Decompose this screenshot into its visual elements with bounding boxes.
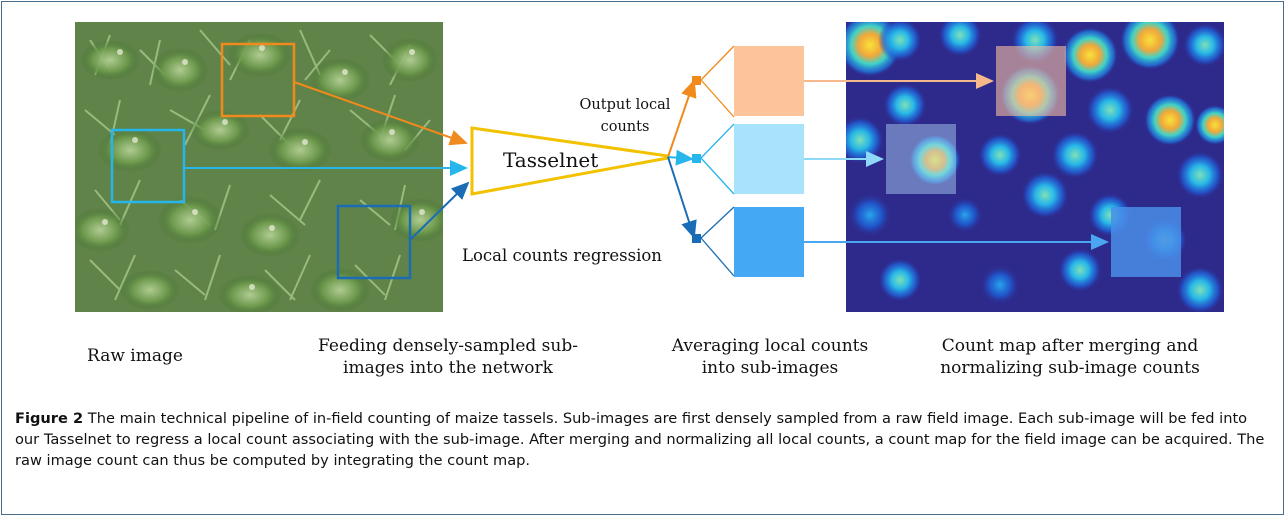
lightblue-count-node bbox=[692, 154, 701, 163]
darkblue-count-node bbox=[692, 234, 701, 243]
count-map-caption: Count map after merging and normalizing … bbox=[940, 336, 1200, 378]
pipeline-diagram: Tasselnet Local counts regression bbox=[75, 22, 1224, 312]
heatmap-paleblue-overlay bbox=[886, 124, 956, 194]
peach-averaged-square bbox=[734, 46, 804, 116]
tasselnet-label: Tasselnet bbox=[503, 148, 598, 172]
figure-caption: Figure 2 The main technical pipeline of … bbox=[15, 408, 1265, 471]
local-counts-regression-label: Local counts regression bbox=[462, 246, 662, 265]
lightblue-subimage-box bbox=[110, 128, 186, 204]
output-local-counts-text: Output local counts bbox=[579, 97, 671, 135]
heatmap-midblue-overlay bbox=[1111, 207, 1181, 277]
raw-image-caption: Raw image bbox=[87, 346, 183, 366]
feeding-caption: Feeding densely-sampled sub-images into … bbox=[318, 336, 578, 378]
heatmap-peach-overlay bbox=[996, 46, 1066, 116]
orange-count-node bbox=[692, 76, 701, 85]
figure-caption-label: Figure 2 bbox=[15, 410, 84, 427]
darkblue-input-arrow bbox=[409, 181, 470, 241]
orange-input-arrow bbox=[293, 81, 468, 146]
mid-blue-averaged-square bbox=[734, 207, 804, 277]
orange-subimage-box bbox=[220, 42, 296, 118]
figure-caption-text: The main technical pipeline of in-field … bbox=[15, 410, 1265, 469]
darkblue-subimage-box bbox=[336, 204, 412, 280]
pale-blue-averaged-square bbox=[734, 124, 804, 194]
averaging-caption: Averaging local counts into sub-images bbox=[671, 336, 869, 378]
